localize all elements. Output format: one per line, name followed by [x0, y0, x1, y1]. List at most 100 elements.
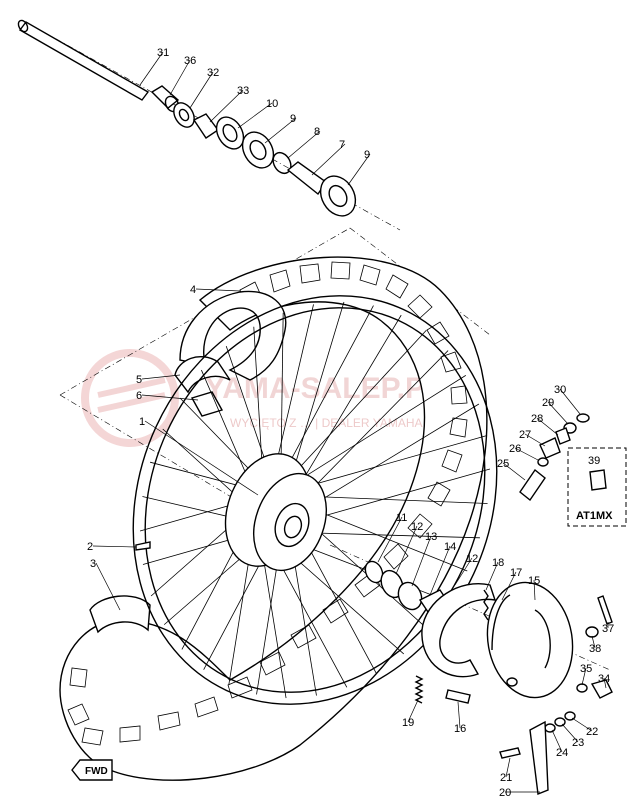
bushing-part-28	[555, 427, 571, 445]
inset-part-number: 39	[588, 455, 600, 467]
leader-line-24	[551, 729, 563, 753]
callout-15: 15	[528, 575, 540, 587]
bearing-part-10	[215, 116, 245, 150]
callout-35: 35	[580, 663, 592, 675]
callout-21: 21	[500, 772, 512, 784]
spoke-nipple-part-2	[135, 541, 151, 551]
inset-label: AT1MX	[576, 510, 613, 522]
brake-shoe-part-12b	[421, 583, 497, 678]
callout-9b: 9	[364, 149, 370, 161]
leader-line-1	[144, 420, 259, 496]
leader-line-10	[237, 102, 273, 129]
callout-2: 2	[87, 541, 93, 553]
camshaft-part-16	[445, 689, 471, 704]
gear-part-27	[539, 437, 561, 459]
leader-line-29	[547, 401, 569, 425]
tube-part-5	[174, 356, 231, 394]
drive-gear-part-25	[519, 468, 546, 502]
washer-part-24	[544, 723, 556, 733]
inset-box: 39 AT1MX	[567, 447, 627, 527]
speedo-parts	[519, 413, 590, 502]
callout-18: 18	[492, 557, 504, 569]
leader-line-6	[141, 394, 199, 401]
circlip-part-8	[272, 151, 292, 175]
leader-line-36	[169, 59, 191, 96]
leader-line-28	[536, 417, 559, 436]
callout-24: 24	[556, 747, 568, 759]
washer-part-30	[576, 413, 590, 423]
leader-line-25	[502, 462, 526, 481]
callout-37: 37	[602, 623, 614, 635]
leader-line-14	[429, 545, 451, 596]
seal-part-17	[491, 594, 511, 651]
bolt-part-21	[499, 747, 521, 759]
callout-31: 31	[157, 47, 169, 59]
leader-line-30	[559, 388, 581, 415]
callout-labels: 3136323310987945612330292827262511121314…	[87, 47, 614, 799]
leader-line-12a	[395, 525, 418, 575]
guide-line-lower	[59, 394, 271, 521]
callout-19: 19	[402, 717, 414, 729]
leader-line-4	[195, 288, 241, 292]
leader-line-35	[581, 667, 587, 686]
washer-part-38	[585, 626, 599, 638]
callout-33: 33	[237, 85, 249, 97]
leader-line-23	[561, 723, 579, 743]
callout-32: 32	[207, 67, 219, 79]
washer-part-26	[537, 457, 549, 467]
callout-23: 23	[572, 737, 584, 749]
callout-27: 27	[519, 429, 531, 441]
leader-line-38	[591, 635, 596, 649]
callout-3: 3	[90, 558, 96, 570]
collar-part-32	[173, 102, 195, 128]
callout-28: 28	[531, 413, 543, 425]
spoke	[288, 314, 402, 504]
axle-part-31	[17, 19, 150, 101]
callout-4: 4	[190, 284, 196, 296]
leader-line-27	[524, 433, 546, 447]
leader-line-17	[501, 571, 517, 601]
leader-line-19	[407, 699, 419, 723]
leader-lines	[92, 51, 609, 793]
leader-line-33	[209, 89, 244, 123]
leader-line-8	[287, 130, 321, 159]
callout-8: 8	[314, 126, 320, 138]
callout-16: 16	[454, 723, 466, 735]
callout-22: 22	[586, 726, 598, 738]
fwd-label: FWD	[85, 766, 108, 777]
guide-line-right	[349, 227, 491, 336]
callout-12b: 12	[466, 553, 478, 565]
part-39-icon	[589, 469, 607, 491]
bolt-part-37	[597, 595, 613, 625]
washer-part-23	[554, 717, 566, 727]
callout-29: 29	[542, 397, 554, 409]
watermark-tagline: WYCIĘTO Z … | DEALER YAMAHA	[230, 416, 423, 430]
callout-14: 14	[444, 541, 456, 553]
leader-line-34	[603, 677, 607, 689]
callout-13: 13	[425, 531, 437, 543]
callout-1: 1	[139, 416, 145, 428]
bearing-part-9a	[241, 131, 275, 169]
callout-34: 34	[598, 673, 610, 685]
leader-line-9a	[264, 117, 297, 144]
callout-26: 26	[509, 443, 521, 455]
leader-line-32	[189, 71, 214, 109]
bearing-part-9b	[319, 175, 357, 217]
leader-line-21	[505, 757, 511, 778]
leader-line-9b	[347, 153, 371, 186]
callout-6: 6	[136, 390, 142, 402]
leader-line-15	[533, 579, 536, 601]
callout-36: 36	[184, 55, 196, 67]
fwd-marker: FWD	[71, 759, 113, 781]
leader-line-18	[485, 561, 499, 591]
callout-9a: 9	[290, 113, 296, 125]
spring-part-19	[414, 675, 424, 704]
leader-line-11	[377, 516, 403, 563]
tire	[59, 256, 488, 781]
cam-lever-part-20	[529, 720, 549, 795]
leader-line-3	[95, 562, 121, 611]
callout-30: 30	[554, 384, 566, 396]
brake-side-parts	[364, 560, 613, 795]
rim-band-part-6	[190, 391, 224, 417]
